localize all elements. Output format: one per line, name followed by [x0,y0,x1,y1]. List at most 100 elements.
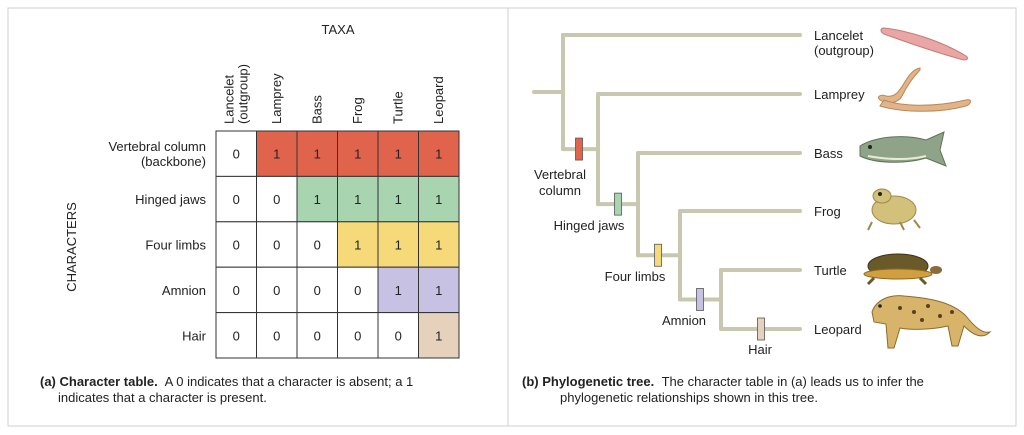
taxon-header-2-line-0: Bass [309,95,324,124]
table-cell-value-4-5: 1 [435,328,442,343]
table-cell-value-3-5: 1 [435,283,442,298]
table-cell-value-2-0: 0 [233,238,240,253]
table-cell-0-5 [418,130,460,177]
tree-caption-rest: The character table in (a) leads us to i… [662,374,924,389]
table-cell-value-3-1: 0 [273,283,280,298]
leopard-icon [871,295,992,349]
table-cell-value-0-2: 1 [314,147,321,162]
table-cell-value-1-2: 1 [314,192,321,207]
character-label-0-line-1: (backbone) [141,154,206,169]
tree-taxon-label-2: Bass [814,146,843,161]
tree-taxon-label-3: Frog [814,204,841,219]
table-cell-3-5 [418,266,460,314]
table-cell-2-1 [256,221,298,268]
table-cell-value-1-4: 1 [395,192,402,207]
taxa-headers: Lancelet(outgroup) Lamprey Bass Frog Turtle L… [221,64,446,124]
tree-taxon-label-5: Leopard [814,322,862,337]
table-cell-value-2-1: 0 [273,238,280,253]
lamprey-icon [877,67,971,112]
table-cell-value-0-4: 1 [395,147,402,162]
character-label-3-line-0: Amnion [162,283,206,298]
taxa-labels: LanceletLampreyBassFrogTurtleLeopard(out… [814,28,874,337]
table-cell-value-2-4: 1 [395,238,402,253]
table-cell-4-3 [337,312,379,359]
table-cell-4-4 [377,312,419,359]
table-cell-value-4-0: 0 [233,328,240,343]
character-marker-3 [696,288,704,311]
table-cell-value-3-2: 0 [314,283,321,298]
taxon-header-1-line-0: Lamprey [269,73,284,124]
table-cell-value-0-0: 0 [233,147,240,162]
character-label-2-line-0: Four limbs [145,238,206,253]
taxon-header-0-line-1: (outgroup) [235,64,250,124]
table-cell-value-1-1: 0 [273,192,280,207]
table-cell-value-3-4: 1 [395,283,402,298]
table-cell-value-1-3: 1 [354,192,361,207]
taxon-header-3-line-0: Frog [350,97,365,124]
taxon-header-5-line-0: Leopard [431,76,446,124]
table-cell-value-2-2: 0 [314,238,321,253]
table-cell-value-4-2: 0 [314,328,321,343]
table-cell-2-2 [296,221,338,268]
tree-character-label-2-line-0: Four limbs [605,269,666,284]
character-label-4-line-0: Hair [182,328,207,343]
table-cell-value-2-3: 1 [354,238,361,253]
tree-branches [532,33,802,331]
bass-icon [859,131,947,167]
tree-taxon-label-0: Lancelet [814,28,864,43]
table-cell-value-1-5: 1 [435,192,442,207]
lancelet-icon [880,27,969,61]
table-cell-value-0-5: 1 [435,147,442,162]
character-marker-1 [614,192,622,216]
table-cell-1-4 [377,175,419,223]
taxon-header-4-line-0: Turtle [390,91,405,124]
tree-character-label-1-line-0: Hinged jaws [554,218,625,233]
table-cell-0-1 [256,130,298,177]
table-cell-4-2 [296,312,338,359]
character-table-panel: TAXA CHARACTERS Lancelet(outgroup) Lampre… [40,22,460,405]
table-cell-value-1-0: 0 [233,192,240,207]
tree-taxon-label-4: Turtle [814,263,847,278]
table-cell-2-0 [215,221,257,268]
table-cell-value-4-3: 0 [354,328,361,343]
table-cell-4-1 [256,312,298,359]
table-caption-bold: (a) Character table. [40,374,158,389]
table-caption-rest: A 0 indicates that a character is absent… [165,374,414,389]
table-cell-value-0-1: 1 [273,147,280,162]
tree-character-label-3-line-0: Amnion [662,313,706,328]
character-markers [575,137,765,341]
tree-character-label-0-line-0: Vertebral [534,167,586,182]
table-cell-value-3-0: 0 [233,283,240,298]
table-cell-1-2 [296,175,338,223]
tree-caption-line2: phylogenetic relationships shown in this… [560,390,818,405]
character-marker-4 [757,317,765,341]
taxon-header-0-line-0: Lancelet [221,74,236,124]
table-cell-value-3-3: 0 [354,283,361,298]
figure-border [7,7,1017,427]
table-cell-value-4-4: 0 [395,328,402,343]
table-caption-line1: (a) Character table. A 0 indicates that … [40,374,413,389]
tree-caption-bold: (b) Phylogenetic tree. [522,374,654,389]
table-cell-1-3 [337,175,379,223]
character-label-0-line-0: Vertebral column [108,139,206,154]
character-row-labels: Vertebral column(backbone)Hinged jawsFou… [108,139,206,343]
frog-icon [867,188,921,231]
table-cell-value-4-1: 0 [273,328,280,343]
table-cell-1-5 [418,175,460,223]
table-cell-value-2-5: 1 [435,238,442,253]
table-cell-3-0 [215,266,257,314]
tree-taxon-label-1: Lamprey [814,87,865,102]
tree-character-label-4-line-0: Hair [748,342,773,357]
character-marker-0 [575,137,583,161]
characters-title: CHARACTERS [64,202,79,292]
character-marker-2 [654,243,662,267]
tree-caption-line1: (b) Phylogenetic tree. The character tab… [522,374,924,389]
taxa-title: TAXA [322,22,355,37]
table-cell-2-5 [418,221,460,268]
table-caption-line2: indicates that a character is present. [58,390,267,405]
